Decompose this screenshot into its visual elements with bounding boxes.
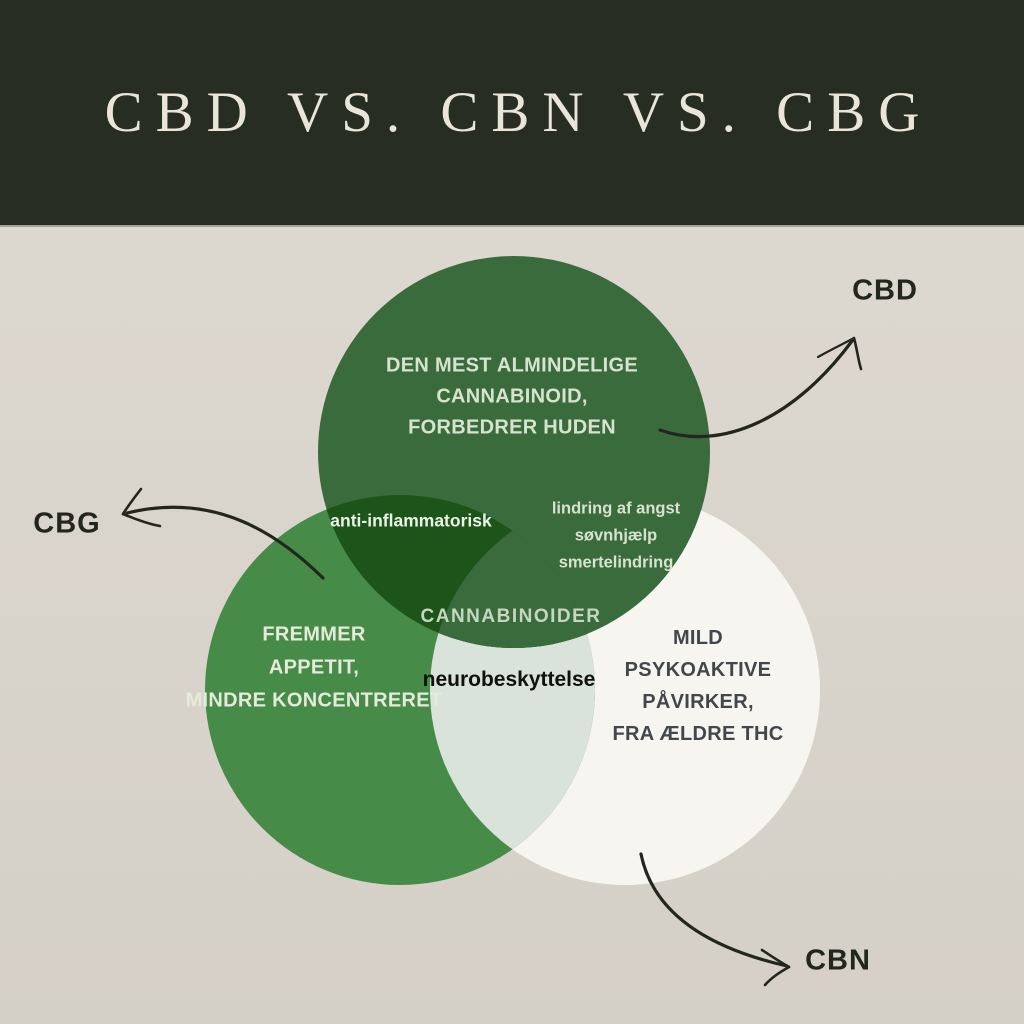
page-title: CBD VS. CBN VS. CBG [104,81,933,144]
cbn-circle-label-line: FRA ÆLDRE THC [612,723,784,745]
center-overlap-label: CANNABINOIDER [420,606,602,627]
cbd-cbn-overlap-label: lindring af angst søvnhjælp smertelindri… [552,496,680,577]
cbd-circle-label-line: DEN MEST ALMINDELIGE [386,354,638,377]
cbn-circle-label-line: PÅVIRKER, [642,691,754,713]
cbn-circle-label-line: PSYKOAKTIVE [624,659,772,681]
cbn-circle-label: MILD PSYKOAKTIVE PÅVIRKER, FRA ÆLDRE THC [613,622,784,750]
cbg-tag: CBG [33,507,101,540]
cbn-circle-label-line: MILD [672,627,724,649]
cbd-tag: CBD [852,274,918,307]
cbg-circle-label-line: APPETIT, [268,656,360,679]
cbg-circle-label-line: MINDRE KONCENTRERET [185,689,443,712]
cbd-arrow-icon [658,336,863,439]
header-banner: CBD VS. CBN VS. CBG [0,0,1024,225]
cbn-arrow-icon [639,852,791,987]
cbd-cbn-overlap-line: lindring af angst [551,499,681,518]
cbd-cbn-overlap-line: søvnhjælp [574,526,658,545]
cbd-cbn-overlap-line: smertelindring [558,553,674,572]
cbn-tag: CBN [805,944,871,977]
cbd-circle-label-line: FORBEDRER HUDEN [408,416,616,439]
cbd-cbg-overlap-label: anti-inflammatorisk [330,510,492,531]
cbg-circle-label-line: FREMMER [262,623,366,646]
cbg-arrow-icon [121,487,325,580]
cbg-circle-label: FREMMER APPETIT, MINDRE KONCENTRERET [186,619,443,718]
cbd-circle-label: DEN MEST ALMINDELIGE CANNABINOID, FORBED… [386,351,638,444]
cbg-cbn-overlap-label: neurobeskyttelse [422,668,596,691]
cbd-circle-label-line: CANNABINOID, [436,385,588,408]
